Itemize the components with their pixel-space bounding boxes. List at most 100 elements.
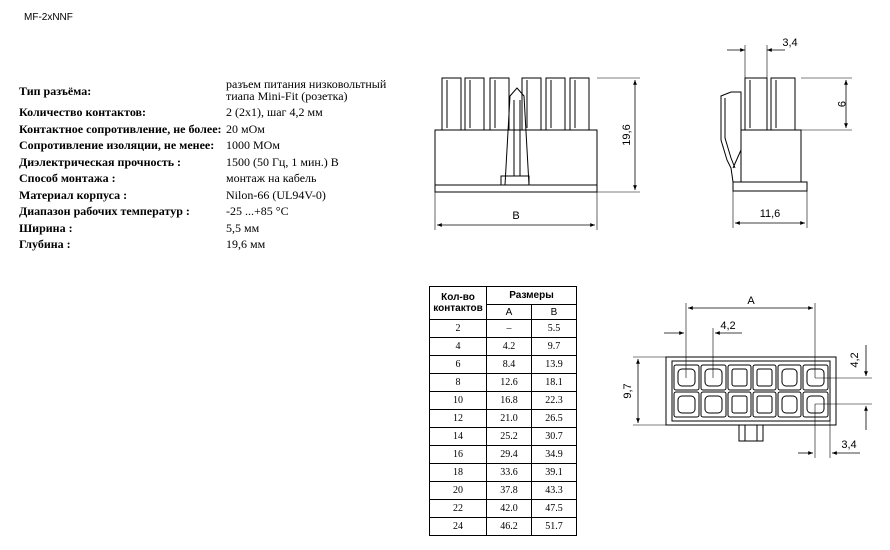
dims-count: 12 — [429, 409, 487, 428]
dims-b: 43.3 — [531, 481, 577, 500]
side-view-drawing — [720, 45, 852, 228]
spec-row: Тип разъёма: разъем питания низковольтны… — [19, 78, 406, 104]
spec-row: Способ монтажа : монтаж на кабель — [19, 170, 406, 187]
dims-count: 10 — [429, 391, 487, 410]
dims-header-count: Кол-во контактов — [429, 286, 487, 320]
dims-b: 30.7 — [531, 427, 577, 446]
spec-value: 1500 (50 Гц, 1 мин.) В — [226, 154, 339, 169]
side-right-dim: 9 — [835, 101, 847, 107]
spec-label: Ширина : — [19, 220, 73, 235]
dims-a: 12.6 — [486, 373, 532, 392]
spec-value: -25 ...+85 °С — [226, 204, 289, 218]
dims-b: 9.7 — [531, 337, 577, 356]
front-view-drawing — [434, 77, 640, 230]
part-code: MF-2xNNF — [24, 12, 73, 23]
dims-a: 33.6 — [486, 463, 532, 482]
dims-header-b: B — [531, 304, 577, 320]
spec-row: Диапазон рабочих температур : -25 ...+85… — [19, 203, 406, 220]
spec-label: Количество контактов: — [19, 105, 146, 119]
bottom-overall-dim: A — [747, 295, 755, 307]
spec-row: Сопротивление изоляции, не менее: 1000 М… — [19, 137, 406, 154]
spec-label: Способ монтажа : — [19, 171, 116, 185]
dims-header-a: A — [486, 304, 532, 320]
spec-value: разъем питания низковольтный тиапа Mini-… — [226, 77, 387, 103]
spec-row: Глубина : 19,6 мм — [19, 236, 406, 253]
spec-label: Диапазон рабочих температур : — [19, 204, 190, 218]
spec-row: Диэлектрическая прочность : 1500 (50 Гц,… — [19, 154, 406, 171]
spec-value: 20 мОм — [226, 121, 265, 136]
side-bottom-dim: 11,6 — [760, 208, 781, 220]
dims-count: 24 — [429, 517, 487, 536]
spec-table: Тип разъёма: разъем питания низковольтны… — [19, 78, 406, 253]
bottom-height-dim: 9,7 — [622, 383, 634, 398]
front-width-dim: B — [512, 210, 519, 222]
dims-header-sizes: Размеры — [486, 286, 577, 305]
spec-label: Глубина : — [19, 237, 71, 251]
dims-a: 25.2 — [486, 427, 532, 446]
bottom-row-pitch-dim: 4,2 — [849, 352, 861, 367]
dims-a: – — [486, 319, 532, 338]
dims-b: 5.5 — [531, 319, 577, 338]
dims-b: 26.5 — [531, 409, 577, 428]
spec-value: 5,5 мм — [226, 220, 260, 235]
dims-header-row: Кол-во контактов Размеры — [429, 286, 577, 320]
spec-row: Материал корпуса : Nilon-66 (UL94V-0) — [19, 187, 406, 204]
dims-a: 37.8 — [486, 481, 532, 500]
dims-count: 4 — [429, 337, 487, 356]
spec-label: Материал корпуса : — [19, 187, 128, 202]
dims-subheader-row: A B — [430, 304, 577, 320]
dims-a: 8.4 — [486, 355, 532, 374]
spec-row: Контактное сопротивление, не более: 20 м… — [19, 121, 406, 138]
side-top-dim: 3,4 — [782, 37, 797, 49]
dims-b: 39.1 — [531, 463, 577, 482]
dims-b: 18.1 — [531, 373, 577, 392]
dims-a: 16.8 — [486, 391, 532, 410]
dims-count: 8 — [429, 373, 487, 392]
dims-b: 34.9 — [531, 445, 577, 464]
dims-count: 18 — [429, 463, 487, 482]
dims-a: 42.0 — [486, 499, 532, 518]
dims-count: 22 — [429, 499, 487, 518]
table-row: 2–5.5 — [429, 319, 577, 338]
dims-a: 46.2 — [486, 517, 532, 536]
spec-label: Сопротивление изоляции, не менее: — [19, 138, 215, 152]
dims-a: 29.4 — [486, 445, 532, 464]
spec-value: Nilon-66 (UL94V-0) — [226, 187, 326, 202]
spec-value: 2 (2x1), шаг 4,2 мм — [226, 105, 323, 119]
dims-count: 14 — [429, 427, 487, 446]
spec-row: Ширина : 5,5 мм — [19, 220, 406, 237]
spec-value: 19,6 мм — [226, 237, 266, 251]
dims-count: 2 — [429, 319, 487, 338]
spec-label: Контактное сопротивление, не более: — [19, 121, 222, 136]
bottom-view-drawing — [633, 303, 872, 458]
dims-count: 16 — [429, 445, 487, 464]
spec-row: Количество контактов: 2 (2x1), шаг 4,2 м… — [19, 104, 406, 121]
dims-b: 13.9 — [531, 355, 577, 374]
spec-label: Диэлектрическая прочность : — [19, 154, 182, 169]
dims-count: 6 — [429, 355, 487, 374]
dims-b: 22.3 — [531, 391, 577, 410]
spec-value: 1000 МОм — [226, 138, 280, 152]
front-height-dim: 19,6 — [621, 124, 633, 145]
dims-b: 47.5 — [531, 499, 577, 518]
dims-a: 4.2 — [486, 337, 532, 356]
spec-value: монтаж на кабель — [226, 171, 317, 185]
spec-label: Тип разъёма: — [19, 83, 92, 98]
dims-a: 21.0 — [486, 409, 532, 428]
bottom-edge-dim: 3,4 — [841, 439, 856, 451]
dims-b: 51.7 — [531, 517, 577, 536]
dims-count: 20 — [429, 481, 487, 500]
